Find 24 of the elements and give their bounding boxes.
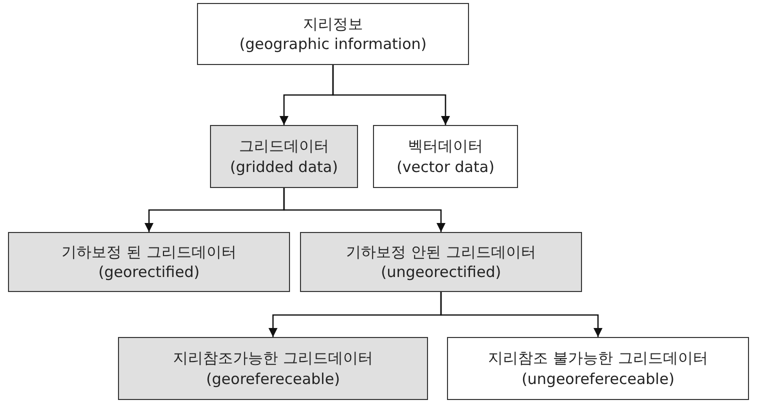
arrow <box>332 65 450 125</box>
english-label: (georefereceable) <box>206 368 340 389</box>
english-label: (vector data) <box>396 156 494 177</box>
korean-label: 기하보정 된 그리드데이터 <box>62 242 236 262</box>
korean-label: 벡터데이터 <box>408 136 483 156</box>
korean-label: 지리참조 불가능한 그리드데이터 <box>488 348 708 368</box>
korean-label: 지리참조가능한 그리드데이터 <box>173 348 373 368</box>
category-box <box>447 337 749 400</box>
english-label: (ungeorectified) <box>380 262 502 282</box>
english-label: (gridded data) <box>230 156 338 177</box>
category-box <box>118 337 428 400</box>
korean-label: 그리드데이터 <box>239 136 329 156</box>
category-box <box>210 125 358 188</box>
category-box <box>197 3 469 65</box>
english-label: (geographic information) <box>239 34 427 54</box>
korean-label: 기하보정 안된 그리드데이터 <box>346 242 536 262</box>
english-label: (georectified) <box>98 262 200 282</box>
category-box <box>300 232 582 292</box>
english-label: (ungeorefereceable) <box>522 368 674 389</box>
korean-label: 지리정보 <box>303 14 363 34</box>
category-box <box>373 125 518 188</box>
category-box <box>8 232 290 292</box>
arrow <box>283 188 446 232</box>
arrow <box>440 292 603 337</box>
